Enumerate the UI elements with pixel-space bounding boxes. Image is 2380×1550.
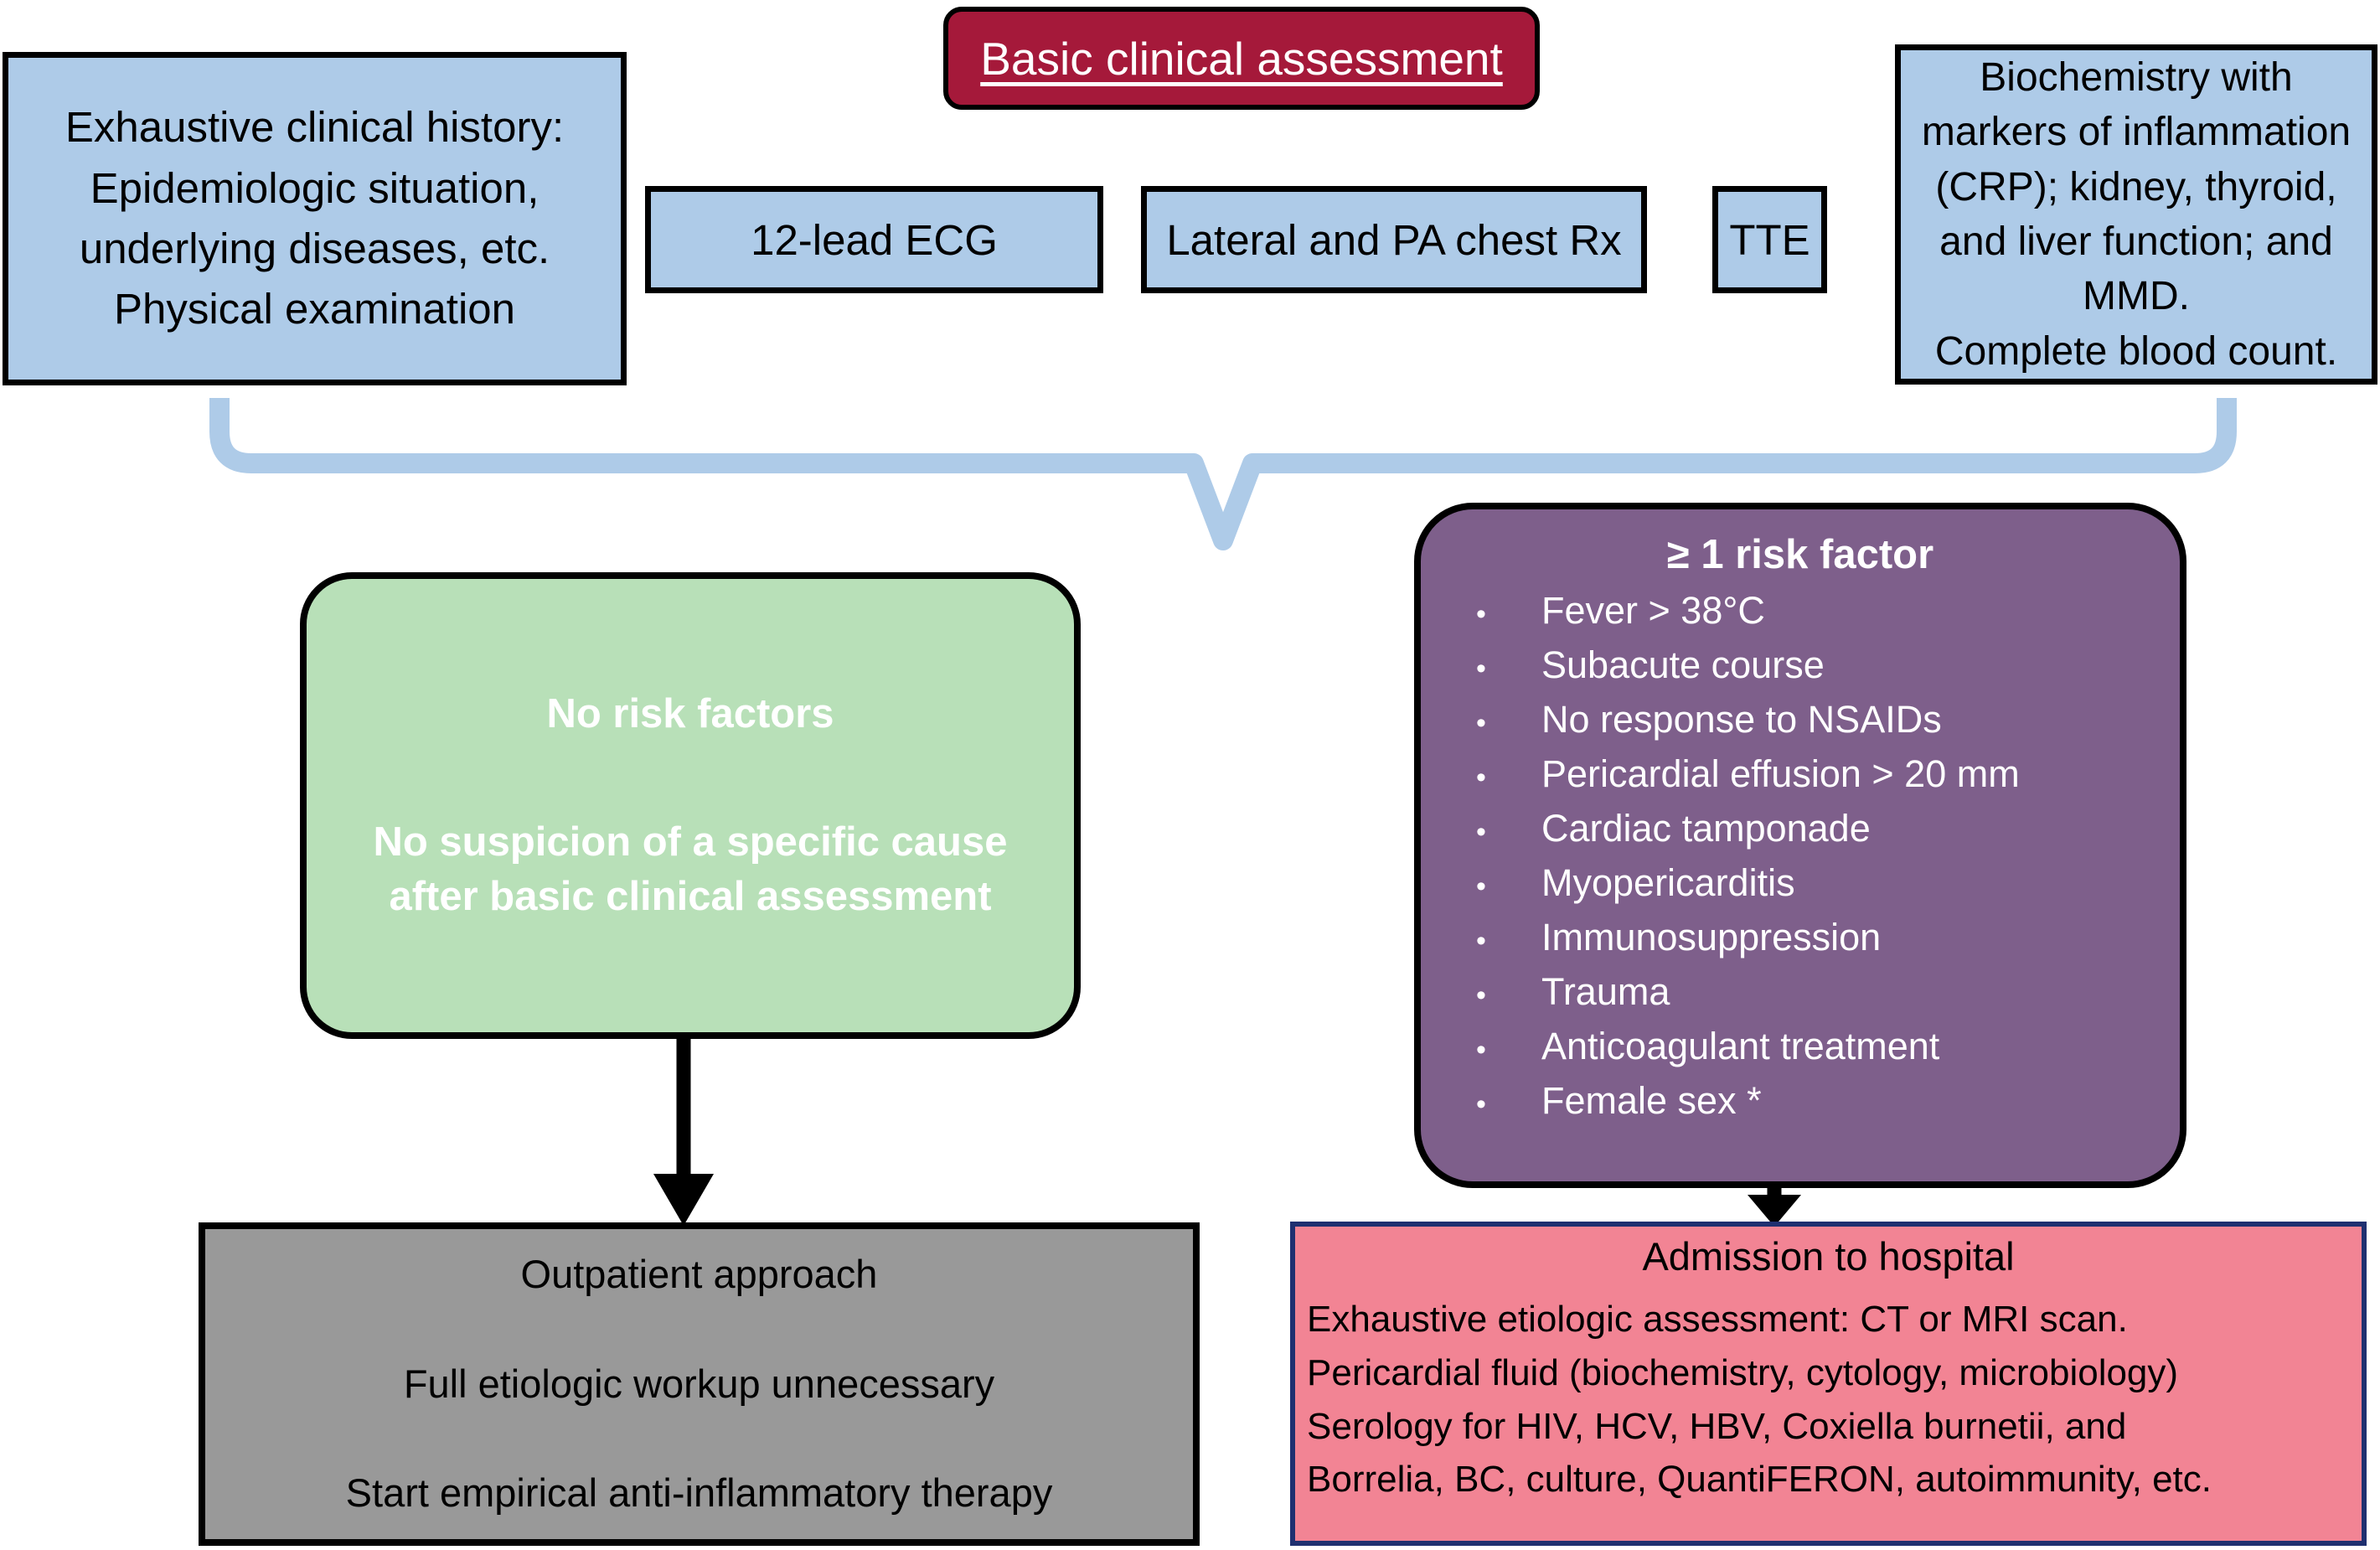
ecg-box: 12-lead ECG: [645, 186, 1103, 293]
admission-detail-line: Serology for HIV, HCV, HBV, Coxiella bur…: [1307, 1405, 2127, 1447]
bullet-icon: •: [1476, 653, 1486, 685]
outpatient-heading: Outpatient approach: [520, 1252, 878, 1297]
bullet-icon: •: [1476, 925, 1486, 957]
risk-factor-label: Trauma: [1541, 970, 1670, 1013]
risk-factor-label: Cardiac tamponade: [1541, 807, 1871, 850]
admission-detail-line: Exhaustive etiologic assessment: CT or M…: [1307, 1299, 2128, 1340]
outpatient-approach-box: Outpatient approach Full etiologic worku…: [199, 1222, 1200, 1546]
risk-factor-label: Myopericarditis: [1541, 861, 1795, 904]
basic-clinical-assessment-title: Basic clinical assessment: [943, 7, 1540, 110]
risk-factors-box: ≥ 1 risk factor • Fever > 38°C • Subacute c…: [1414, 503, 2186, 1188]
tte-box: TTE: [1712, 186, 1827, 293]
bullet-icon: •: [1476, 707, 1486, 739]
arrow-purple-to-pink: [1748, 1183, 1801, 1227]
risk-factor-item: • Subacute course: [1476, 646, 2171, 684]
bullet-icon: •: [1476, 1034, 1486, 1066]
clinical-history-text: Exhaustive clinical history:Epidemiologi…: [65, 103, 565, 333]
risk-factor-item: • Fever > 38°C: [1476, 592, 2171, 629]
risk-factors-heading: ≥ 1 risk factor: [1666, 532, 1934, 577]
risk-factor-item: • No response to NSAIDs: [1476, 700, 2171, 738]
risk-factor-label: Immunosuppression: [1541, 916, 1882, 958]
admission-box: Admission to hospital Exhaustive etiolog…: [1290, 1222, 2367, 1546]
clinical-history-box: Exhaustive clinical history:Epidemiologi…: [3, 52, 627, 385]
risk-factor-label: Female sex *: [1541, 1079, 1762, 1122]
outpatient-workup-text: Full etiologic workup unnecessary: [403, 1361, 995, 1406]
risk-factor-list: • Fever > 38°C • Subacute course • No respons…: [1429, 592, 2171, 1119]
risk-factor-label: Pericardial effusion > 20 mm: [1541, 752, 2020, 795]
tte-label: TTE: [1729, 215, 1810, 264]
outpatient-therapy-text: Start empirical anti-inflammatory therap…: [345, 1470, 1053, 1516]
bullet-icon: •: [1476, 816, 1486, 848]
risk-factor-item: • Trauma: [1476, 973, 2171, 1010]
risk-factor-item: • Anticoagulant treatment: [1476, 1027, 2171, 1065]
risk-factor-item: • Female sex *: [1476, 1082, 2171, 1119]
bullet-icon: •: [1476, 1088, 1486, 1120]
risk-factor-item: • Myopericarditis: [1476, 864, 2171, 902]
risk-factor-label: Subacute course: [1541, 643, 1825, 686]
bullet-icon: •: [1476, 979, 1486, 1011]
chest-xray-box: Lateral and PA chest Rx: [1141, 186, 1647, 293]
bullet-icon: •: [1476, 762, 1486, 793]
bullet-icon: •: [1476, 871, 1486, 902]
risk-factor-label: No response to NSAIDs: [1541, 698, 1942, 741]
title-text: Basic clinical assessment: [980, 32, 1503, 85]
risk-factor-item: • Cardiac tamponade: [1476, 809, 2171, 847]
risk-factor-label: Fever > 38°C: [1541, 589, 1765, 632]
risk-factor-label: Anticoagulant treatment: [1541, 1025, 1940, 1067]
admission-detail-line: Borrelia, BC, culture, QuantiFERON, auto…: [1307, 1459, 2212, 1501]
arrow-green-to-gray: [653, 1035, 714, 1226]
admission-heading: Admission to hospital: [1642, 1234, 2015, 1279]
chest-xray-label: Lateral and PA chest Rx: [1166, 215, 1622, 264]
ecg-label: 12-lead ECG: [751, 215, 998, 264]
admission-detail-lines: Exhaustive etiologic assessment: CT or M…: [1307, 1293, 2350, 1506]
risk-factor-item: • Immunosuppression: [1476, 918, 2171, 956]
admission-detail-line: Pericardial fluid (biochemistry, cytolog…: [1307, 1351, 2179, 1393]
risk-factor-item: • Pericardial effusion > 20 mm: [1476, 755, 2171, 793]
bullet-icon: •: [1476, 598, 1486, 630]
no-risk-factors-box: No risk factors No suspicion of a specif…: [300, 572, 1081, 1039]
bracket-connector: [209, 398, 2237, 550]
no-risk-factors-heading: No risk factors: [546, 691, 834, 737]
